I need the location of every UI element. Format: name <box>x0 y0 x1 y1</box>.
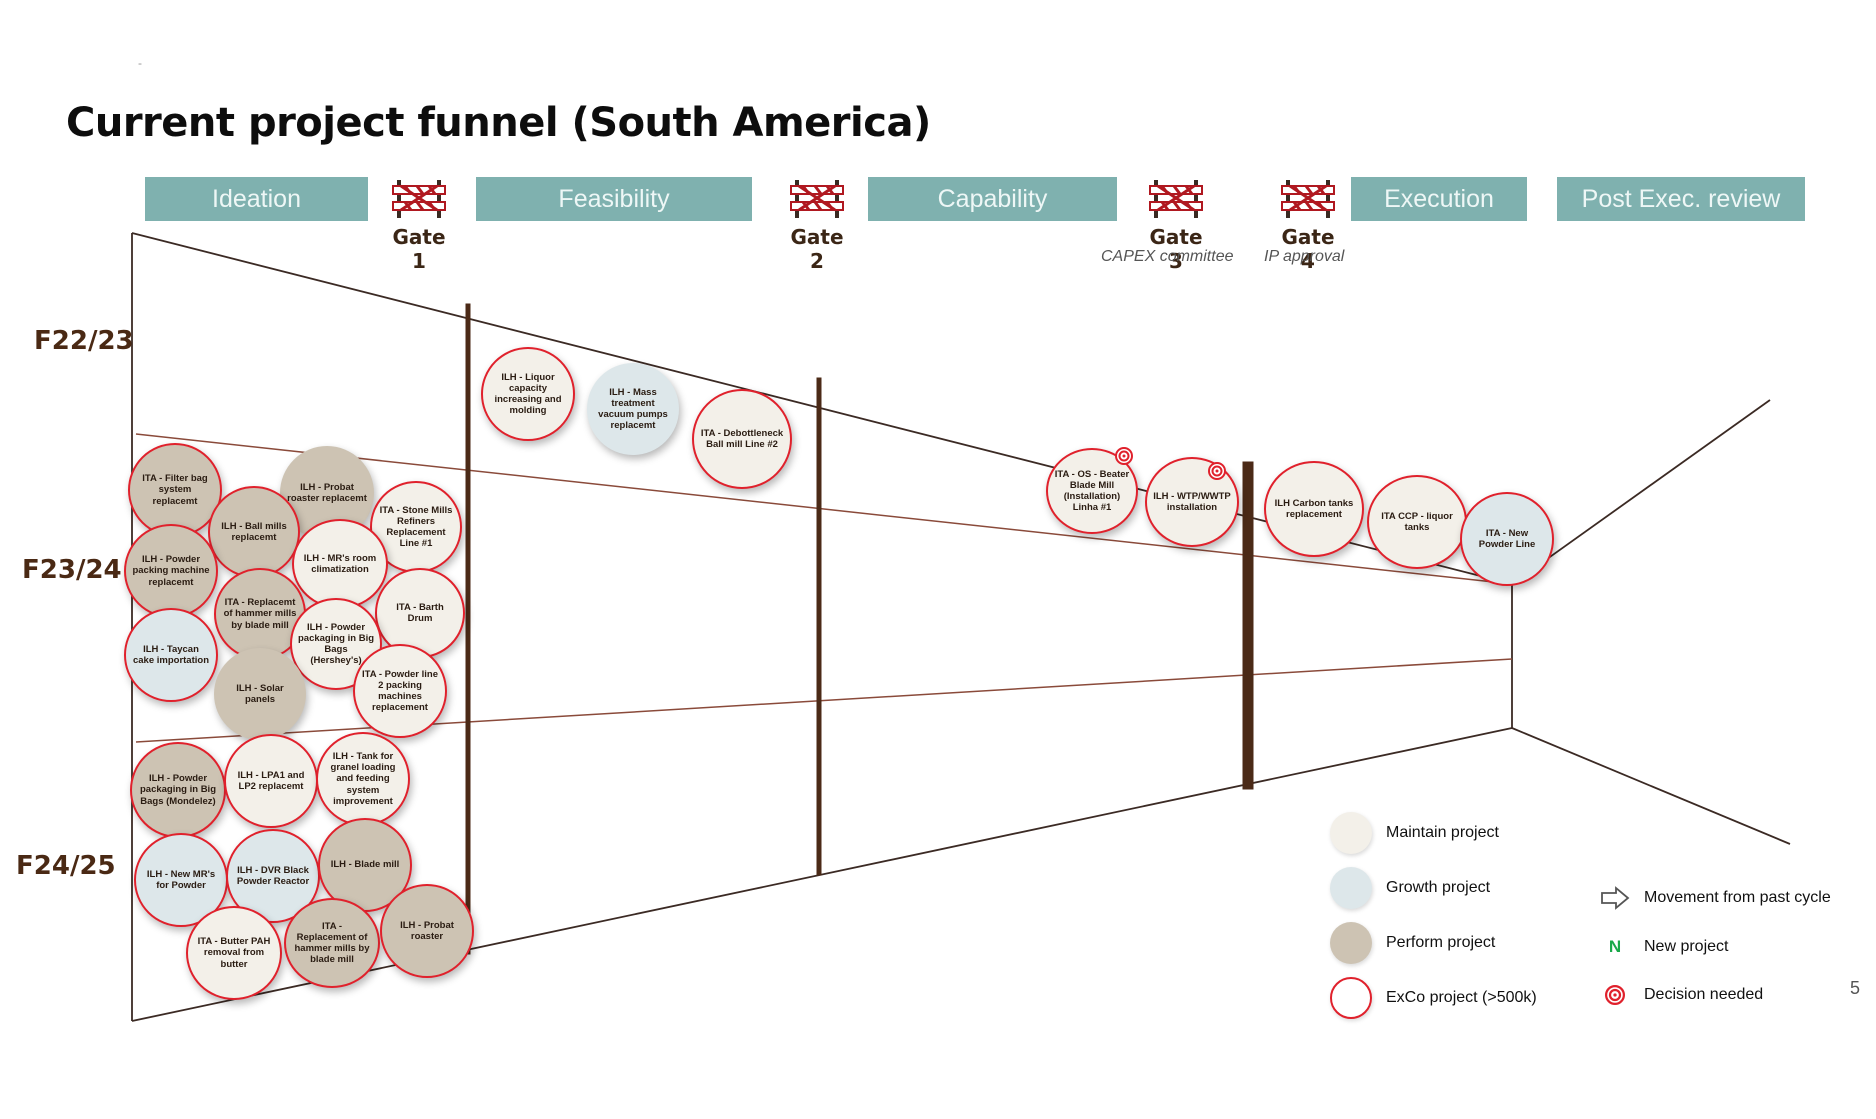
project-bubble: ILH - Solar panels <box>214 648 306 740</box>
legend-new-project: N New project <box>1600 937 1729 957</box>
project-bubble: ILH - Taycan cake importation <box>124 608 218 702</box>
gate-label: Gate 3 <box>1149 225 1203 273</box>
legend-decision: Decision needed <box>1600 985 1763 1005</box>
project-bubble: ILH - Tank for granel loading and feedin… <box>316 732 410 826</box>
project-bubble: ILH - MR's room climatization <box>292 519 388 609</box>
target-icon <box>1605 985 1625 1005</box>
gate-3-subtitle: CAPEX committee <box>1101 248 1234 265</box>
legend-swatch <box>1330 977 1372 1019</box>
project-bubble: ILH - Powder packing machine replacemt <box>124 524 218 618</box>
project-bubble: ITA - Butter PAH removal from butter <box>186 906 282 1000</box>
page-title: Current project funnel (South America) <box>66 100 931 146</box>
stage-post-exec-review: Post Exec. review <box>1557 177 1805 221</box>
stage-capability: Capability <box>868 177 1117 221</box>
year-label-f23-24: F23/24 <box>22 555 122 585</box>
barrier-icon <box>392 180 446 218</box>
project-bubble: ITA - New Powder Line <box>1460 492 1554 586</box>
legend-swatch <box>1330 922 1372 964</box>
legend-label: ExCo project (>500k) <box>1386 989 1537 1006</box>
legend-growth: Growth project <box>1330 867 1490 909</box>
gate-label: Gate 2 <box>790 225 844 273</box>
legend-swatch <box>1330 812 1372 854</box>
project-bubble: ILH - Ball mills replacemt <box>208 486 300 578</box>
funnel-outlet-top <box>1511 399 1771 585</box>
stage-feasibility: Feasibility <box>476 177 752 221</box>
stage-execution: Execution <box>1351 177 1527 221</box>
slide-mark: - <box>138 56 142 70</box>
legend-perform: Perform project <box>1330 922 1495 964</box>
gate-label: Gate 1 <box>392 225 446 273</box>
barrier-icon <box>790 180 844 218</box>
year-label-f24-25: F24/25 <box>16 851 116 881</box>
project-bubble: ILH - Probat roaster <box>380 884 474 978</box>
legend-movement: Movement from past cycle <box>1600 886 1831 910</box>
barrier-icon <box>1281 180 1335 218</box>
gate-2: Gate 2 <box>785 178 849 273</box>
gate-4: Gate 4 <box>1276 178 1340 273</box>
decision-needed-icon <box>1208 462 1226 480</box>
gate-1: Gate 1 <box>387 178 451 273</box>
stage-ideation: Ideation <box>145 177 368 221</box>
legend-label: Growth project <box>1386 879 1491 896</box>
page-number: 5 <box>1850 978 1861 998</box>
year-divider-2 <box>135 658 1513 743</box>
decision-needed-icon <box>1115 447 1133 465</box>
project-bubble: ILH - Mass treatment vacuum pumps replac… <box>587 363 679 455</box>
project-bubble: ITA - Replacement of hammer mills by bla… <box>284 898 380 988</box>
gate-label: Gate 4 <box>1281 225 1335 273</box>
legend-label: Decision needed <box>1644 986 1764 1003</box>
legend-label: Maintain project <box>1386 824 1499 841</box>
gate-4-subtitle: IP approval <box>1264 248 1345 265</box>
legend-label: Perform project <box>1386 934 1496 951</box>
project-bubble: ILH - LPA1 and LP2 replacemt <box>224 734 318 828</box>
project-bubble: ILH - Powder packaging in Big Bags (Mond… <box>130 742 226 838</box>
legend-exco: ExCo project (>500k) <box>1330 977 1537 1019</box>
legend-label: Movement from past cycle <box>1644 889 1831 906</box>
new-project-icon: N <box>1608 937 1622 956</box>
project-bubble: ITA - Powder line 2 packing machines rep… <box>353 644 447 738</box>
project-bubble: ITA - Barth Drum <box>375 568 465 658</box>
legend-maintain: Maintain project <box>1330 812 1499 854</box>
legend-swatch <box>1330 867 1372 909</box>
project-bubble: ITA CCP - liquor tanks <box>1367 475 1467 569</box>
arrow-right-icon <box>1601 886 1630 910</box>
barrier-icon <box>1149 180 1203 218</box>
legend-label: New project <box>1644 938 1729 955</box>
project-bubble: ITA - Debottleneck Ball mill Line #2 <box>692 389 792 489</box>
project-bubble: ILH - Liquor capacity increasing and mol… <box>481 347 575 441</box>
funnel-outlet-bottom <box>1511 727 1791 845</box>
year-label-f22-23: F22/23 <box>34 326 134 356</box>
gate-3: Gate 3 <box>1144 178 1208 273</box>
year-divider-1 <box>135 433 1513 585</box>
project-bubble: ILH Carbon tanks replacement <box>1264 461 1364 557</box>
